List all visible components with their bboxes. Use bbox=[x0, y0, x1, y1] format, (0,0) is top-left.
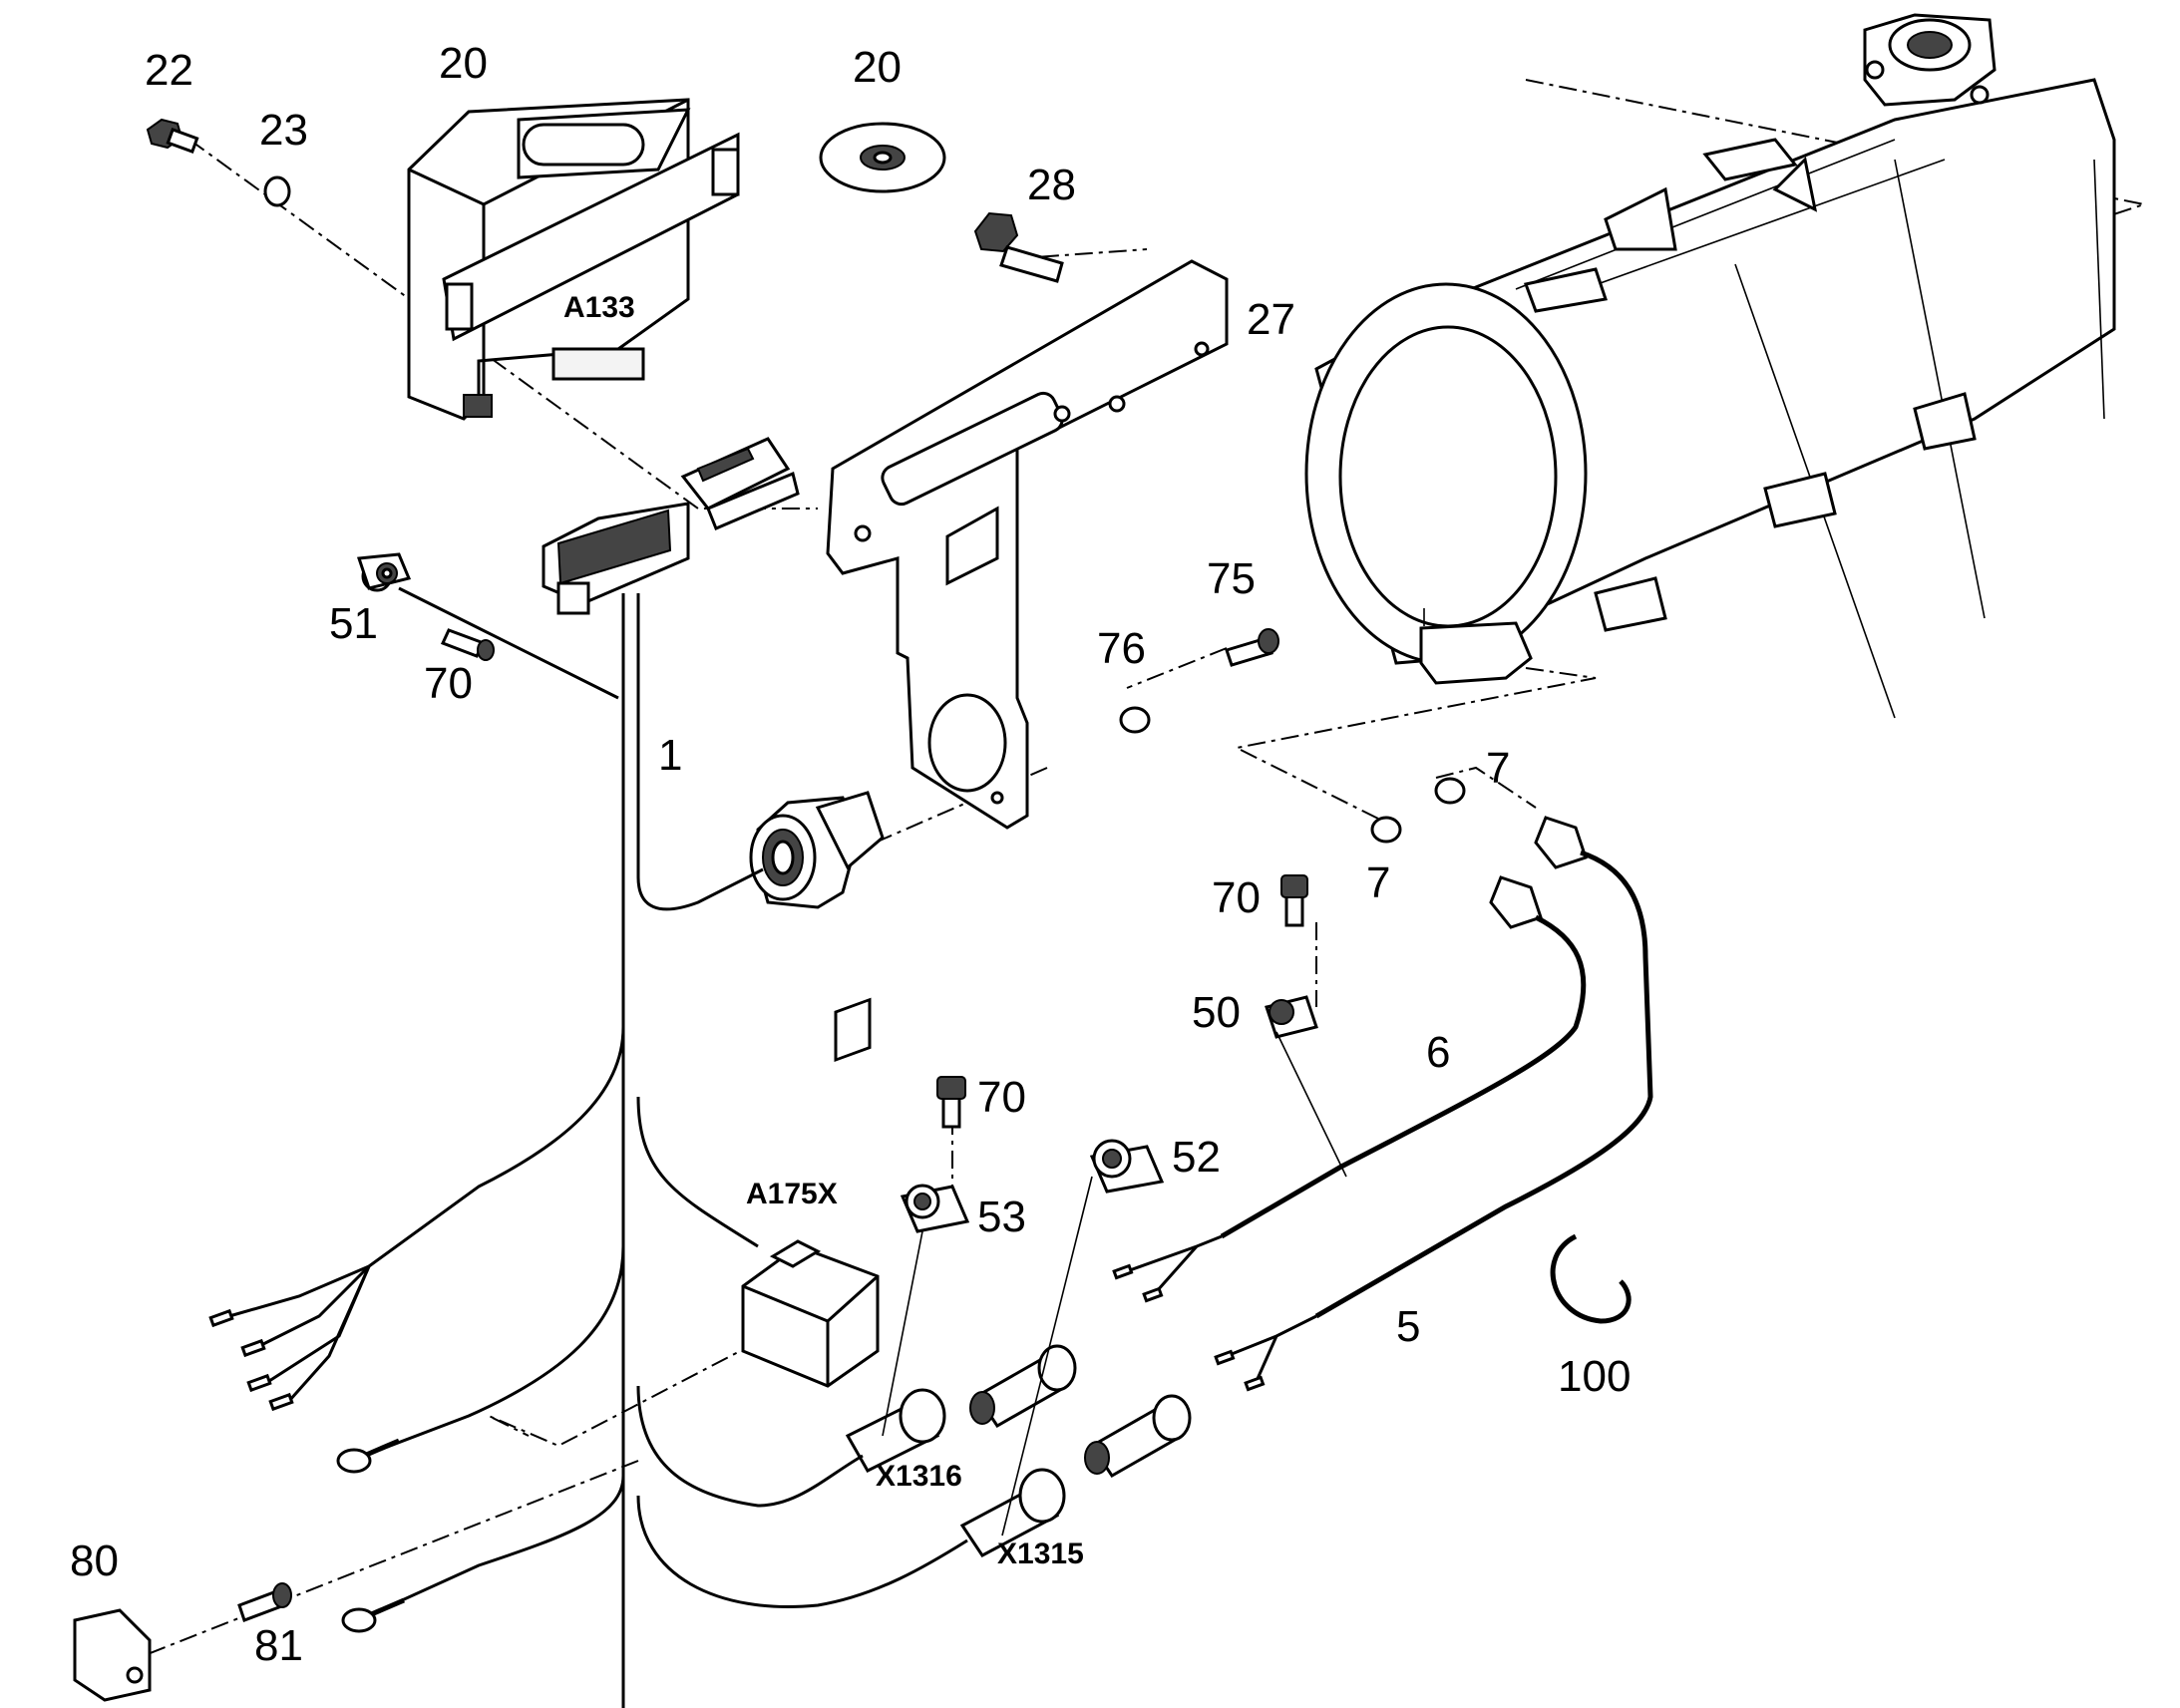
callout-6: 6 bbox=[1426, 1028, 1450, 1077]
label-a133: A133 bbox=[563, 291, 635, 324]
callout-1: 1 bbox=[658, 731, 682, 780]
control-unit-a133 bbox=[407, 98, 740, 421]
callout-27: 27 bbox=[1247, 295, 1295, 344]
callout-80: 80 bbox=[70, 1537, 119, 1585]
screw-75 bbox=[1225, 628, 1279, 667]
screw-70-c bbox=[936, 1076, 966, 1129]
callout-100: 100 bbox=[1558, 1352, 1631, 1401]
label-a175x: A175X bbox=[746, 1178, 838, 1210]
harness-main-connector bbox=[542, 502, 690, 615]
sensor-6 bbox=[1112, 875, 1587, 1303]
callout-52: 52 bbox=[1172, 1133, 1221, 1182]
callout-53: 53 bbox=[977, 1193, 1026, 1241]
callout-7-a: 7 bbox=[1486, 744, 1510, 793]
connector-clips bbox=[680, 437, 800, 530]
washer-7-a bbox=[1434, 777, 1466, 805]
callout-28: 28 bbox=[1027, 161, 1076, 209]
callout-75: 75 bbox=[1207, 554, 1256, 603]
connector-plug-b bbox=[1084, 1394, 1192, 1478]
callout-50: 50 bbox=[1192, 988, 1241, 1037]
callout-7-b: 7 bbox=[1366, 858, 1390, 907]
callout-51: 51 bbox=[329, 599, 378, 648]
connector-x1316 bbox=[845, 1230, 946, 1473]
washer-7-b bbox=[1370, 816, 1402, 844]
screw-70-b bbox=[1280, 874, 1308, 927]
callout-5: 5 bbox=[1396, 1302, 1420, 1351]
screw-81 bbox=[237, 1582, 292, 1622]
clamp-52 bbox=[1089, 1139, 1165, 1194]
screw-70-a bbox=[440, 628, 495, 661]
label-x1315: X1315 bbox=[997, 1537, 1084, 1570]
callout-76: 76 bbox=[1097, 624, 1146, 673]
callout-70-b: 70 bbox=[1212, 873, 1261, 922]
component-labels: A133 A175X X1316 X1315 bbox=[563, 291, 1084, 1570]
clamp-50 bbox=[1265, 995, 1318, 1039]
callout-70-a: 70 bbox=[424, 659, 473, 708]
clamp-53 bbox=[900, 1184, 970, 1233]
clip-ring-100 bbox=[1550, 1233, 1632, 1324]
exhaust-muffler bbox=[1304, 13, 2116, 719]
washer-23 bbox=[263, 175, 291, 207]
bracket-80 bbox=[73, 1608, 152, 1702]
callout-numbers: 22 23 20 20 28 27 51 70 1 75 76 7 7 70 5… bbox=[70, 39, 1631, 1670]
label-x1316: X1316 bbox=[876, 1460, 962, 1493]
disc-20 bbox=[819, 122, 946, 193]
bolt-22 bbox=[146, 118, 199, 154]
connector-x1315 bbox=[959, 1176, 1093, 1557]
callout-22: 22 bbox=[145, 46, 193, 95]
bolt-28 bbox=[973, 211, 1064, 283]
grommet-connector bbox=[749, 791, 885, 909]
bracket-27 bbox=[826, 259, 1229, 830]
clamp-51 bbox=[356, 552, 412, 592]
callout-23: 23 bbox=[259, 106, 308, 155]
harness-wires bbox=[208, 586, 968, 1708]
connector-a175x bbox=[741, 997, 880, 1388]
sensor-5 bbox=[1214, 816, 1653, 1392]
callout-20-unit: 20 bbox=[439, 39, 488, 88]
connector-plug-a bbox=[969, 1344, 1077, 1428]
callout-70-c: 70 bbox=[977, 1073, 1026, 1122]
callout-81: 81 bbox=[254, 1621, 303, 1670]
callout-20-disc: 20 bbox=[853, 43, 902, 92]
washer-76 bbox=[1119, 706, 1151, 734]
